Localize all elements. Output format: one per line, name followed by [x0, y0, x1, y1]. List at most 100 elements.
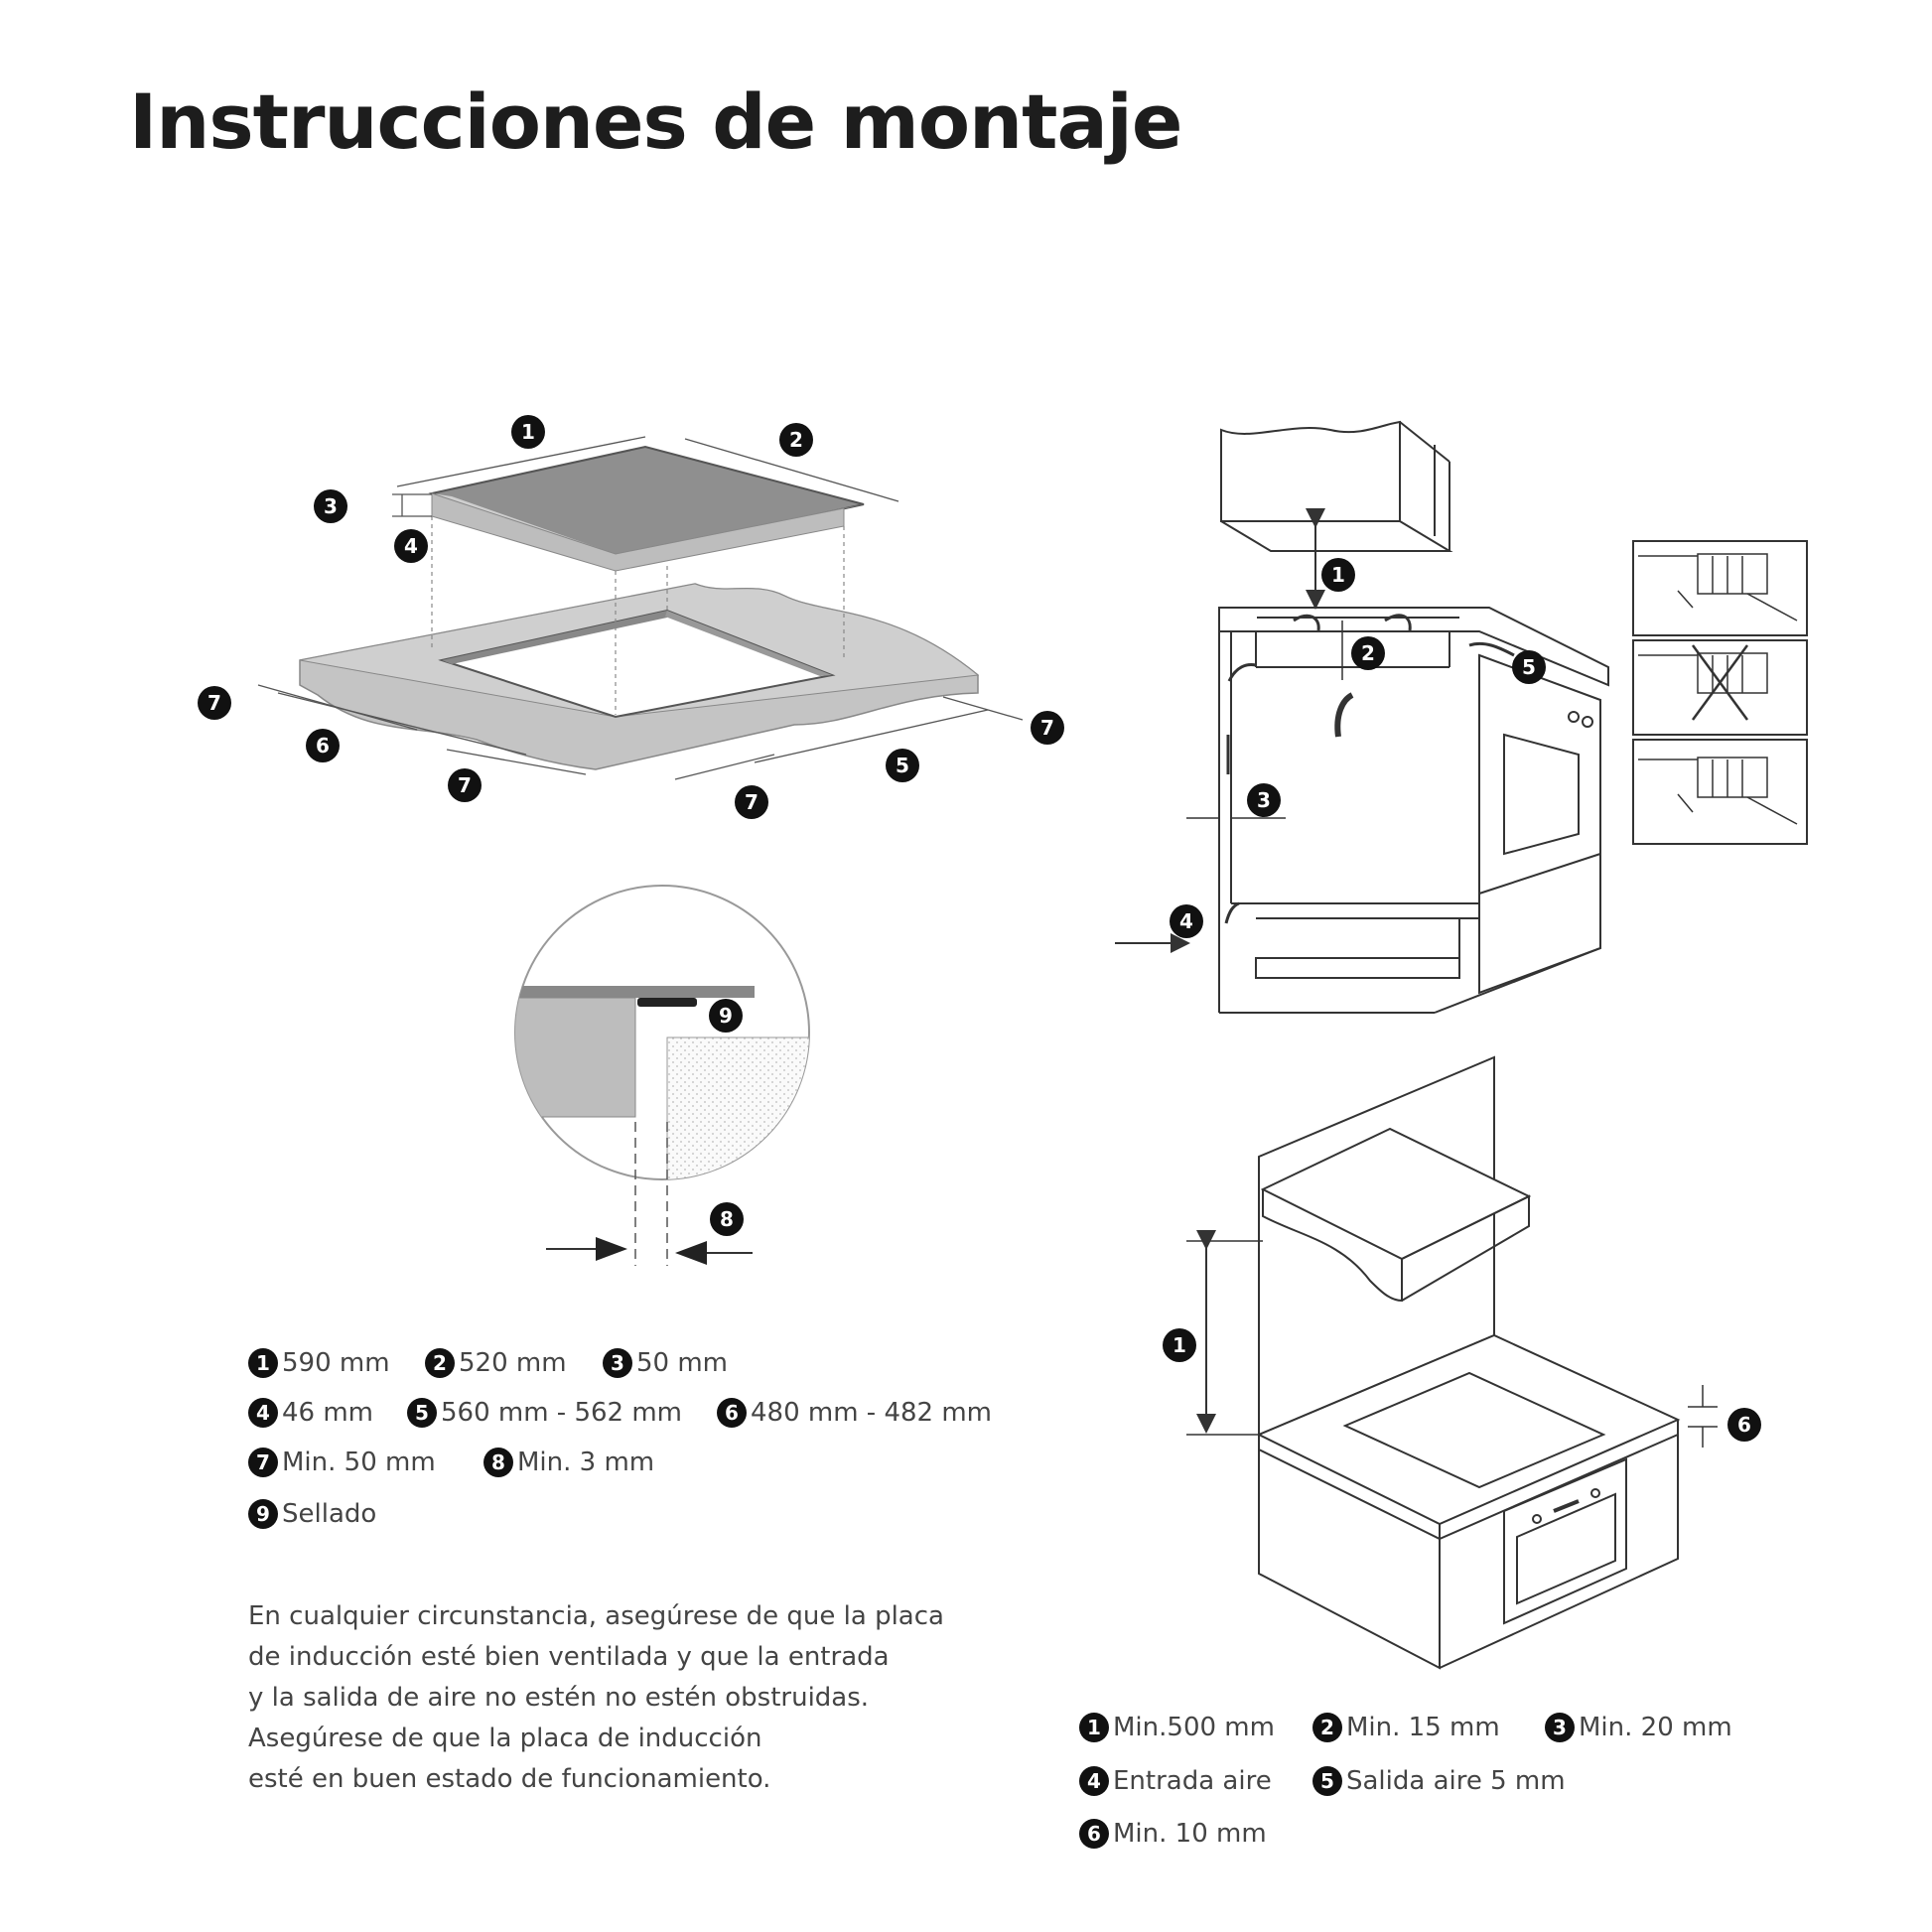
seal-detail-diagram: 9 8 — [514, 885, 810, 1266]
legend-text: Min. 15 mm — [1346, 1713, 1500, 1742]
svg-text:5: 5 — [1522, 655, 1536, 679]
svg-text:2: 2 — [1361, 641, 1375, 665]
legend-text: 46 mm — [282, 1398, 374, 1428]
legend-text: Min. 20 mm — [1579, 1713, 1732, 1742]
note-line: En cualquier circunstancia, asegúrese de… — [248, 1601, 944, 1631]
legend-badge: 2 — [1312, 1713, 1342, 1742]
legend-text: Entrada aire — [1113, 1766, 1272, 1796]
vent-callout-1: 1 — [1321, 558, 1355, 592]
svg-text:1: 1 — [1173, 1333, 1186, 1357]
callout-7a: 7 — [198, 686, 231, 720]
legend-badge: 7 — [248, 1448, 278, 1477]
svg-text:7: 7 — [207, 691, 221, 715]
svg-text:9: 9 — [719, 1004, 733, 1028]
hob-callouts: 1 2 3 4 7 6 7 7 5 7 — [198, 415, 1064, 819]
callout-5: 5 — [886, 749, 919, 782]
vent-callout-4: 4 — [1170, 904, 1203, 938]
svg-text:2: 2 — [789, 428, 803, 452]
legend-text: Min. 50 mm — [282, 1448, 436, 1477]
legend-badge: 2 — [425, 1348, 455, 1378]
legend-badge: 5 — [407, 1398, 437, 1428]
callout-2: 2 — [779, 423, 813, 457]
vent-callout-3: 3 — [1247, 783, 1281, 817]
note-line: de inducción esté bien ventilada y que l… — [248, 1642, 890, 1672]
legend-text: Min. 3 mm — [517, 1448, 655, 1477]
callout-7c: 7 — [735, 785, 768, 819]
kitchen-callouts: 1 6 — [1163, 1328, 1761, 1442]
legend-badge: 6 — [717, 1398, 747, 1428]
vent-callout-2: 2 — [1351, 636, 1385, 670]
callout-4: 4 — [394, 529, 428, 563]
svg-text:6: 6 — [1737, 1413, 1751, 1437]
callout-6: 6 — [306, 729, 340, 762]
note-line: y la salida de aire no estén no estén ob… — [248, 1683, 870, 1713]
svg-text:3: 3 — [1257, 788, 1271, 812]
svg-text:7: 7 — [1040, 716, 1054, 740]
legend-item-4: 4 46 mm — [248, 1398, 373, 1428]
note-line: Asegúrese de que la placa de inducción — [248, 1724, 762, 1753]
legend-text: Sellado — [282, 1499, 377, 1529]
svg-text:6: 6 — [316, 734, 330, 758]
kitchen-callout-6: 6 — [1727, 1408, 1761, 1442]
svg-text:4: 4 — [1179, 909, 1193, 933]
legend-badge: 3 — [1545, 1713, 1575, 1742]
callout-3: 3 — [314, 489, 347, 523]
svg-text:7: 7 — [458, 773, 472, 797]
legend-badge: 9 — [248, 1499, 278, 1529]
note-line: esté en buen estado de funcionamiento. — [248, 1764, 771, 1794]
legend-badge: 4 — [248, 1398, 278, 1428]
legend-text: 520 mm — [459, 1348, 567, 1378]
hob-cutout-diagram: 1 2 3 4 7 6 7 7 5 7 — [198, 415, 1064, 819]
legend-item-2: 2 520 mm — [425, 1348, 567, 1378]
callout-1: 1 — [511, 415, 545, 449]
legend-text: 590 mm — [282, 1348, 390, 1378]
legend-item-6: 6 480 mm - 482 mm — [717, 1398, 992, 1428]
page-title: Instrucciones de montaje — [129, 77, 1182, 166]
vent-legend-item-5: 5 Salida aire 5 mm — [1312, 1766, 1566, 1796]
kitchen-callout-1: 1 — [1163, 1328, 1196, 1362]
legend-badge: 6 — [1079, 1819, 1109, 1849]
ventilation-note: En cualquier circunstancia, asegúrese de… — [248, 1596, 944, 1800]
callout-8: 8 — [710, 1202, 744, 1236]
vent-legend-item-2: 2 Min. 15 mm — [1312, 1713, 1500, 1742]
legend-item-7: 7 Min. 50 mm — [248, 1448, 436, 1477]
legend-badge: 3 — [603, 1348, 632, 1378]
svg-text:1: 1 — [521, 420, 535, 444]
hob-glass — [428, 445, 865, 560]
vent-legend-item-3: 3 Min. 20 mm — [1545, 1713, 1732, 1742]
legend-text: 50 mm — [636, 1348, 729, 1378]
svg-text:1: 1 — [1331, 563, 1345, 587]
airflow-detail-panels — [1632, 540, 1808, 845]
legend-badge: 8 — [483, 1448, 513, 1477]
vent-legend-item-1: 1 Min.500 mm — [1079, 1713, 1275, 1742]
ventilation-callouts: 1 2 5 3 4 — [1170, 558, 1546, 938]
svg-text:4: 4 — [404, 534, 418, 558]
legend-badge: 1 — [1079, 1713, 1109, 1742]
svg-text:3: 3 — [324, 494, 338, 518]
legend-text: Min.500 mm — [1113, 1713, 1275, 1742]
legend-item-1: 1 590 mm — [248, 1348, 390, 1378]
legend-text: 480 mm - 482 mm — [751, 1398, 993, 1428]
kitchen-clearance-diagram — [1186, 1055, 1718, 1670]
callout-7d: 7 — [1031, 711, 1064, 745]
legend-item-5: 5 560 mm - 562 mm — [407, 1398, 682, 1428]
svg-text:8: 8 — [720, 1207, 734, 1231]
legend-text: Salida aire 5 mm — [1346, 1766, 1566, 1796]
legend-item-3: 3 50 mm — [603, 1348, 728, 1378]
callout-7b: 7 — [448, 768, 482, 802]
svg-text:5: 5 — [896, 754, 909, 777]
legend-badge: 1 — [248, 1348, 278, 1378]
legend-badge: 5 — [1312, 1766, 1342, 1796]
callout-9: 9 — [709, 999, 743, 1033]
legend-item-8: 8 Min. 3 mm — [483, 1448, 654, 1477]
legend-text: Min. 10 mm — [1113, 1819, 1267, 1849]
vent-callout-5: 5 — [1512, 650, 1546, 684]
vent-legend-item-4: 4 Entrada aire — [1079, 1766, 1272, 1796]
ventilation-section-diagram — [1115, 420, 1609, 1014]
svg-text:7: 7 — [745, 790, 759, 814]
legend-item-9: 9 Sellado — [248, 1499, 376, 1529]
vent-legend-item-6: 6 Min. 10 mm — [1079, 1819, 1267, 1849]
legend-badge: 4 — [1079, 1766, 1109, 1796]
legend-text: 560 mm - 562 mm — [441, 1398, 683, 1428]
